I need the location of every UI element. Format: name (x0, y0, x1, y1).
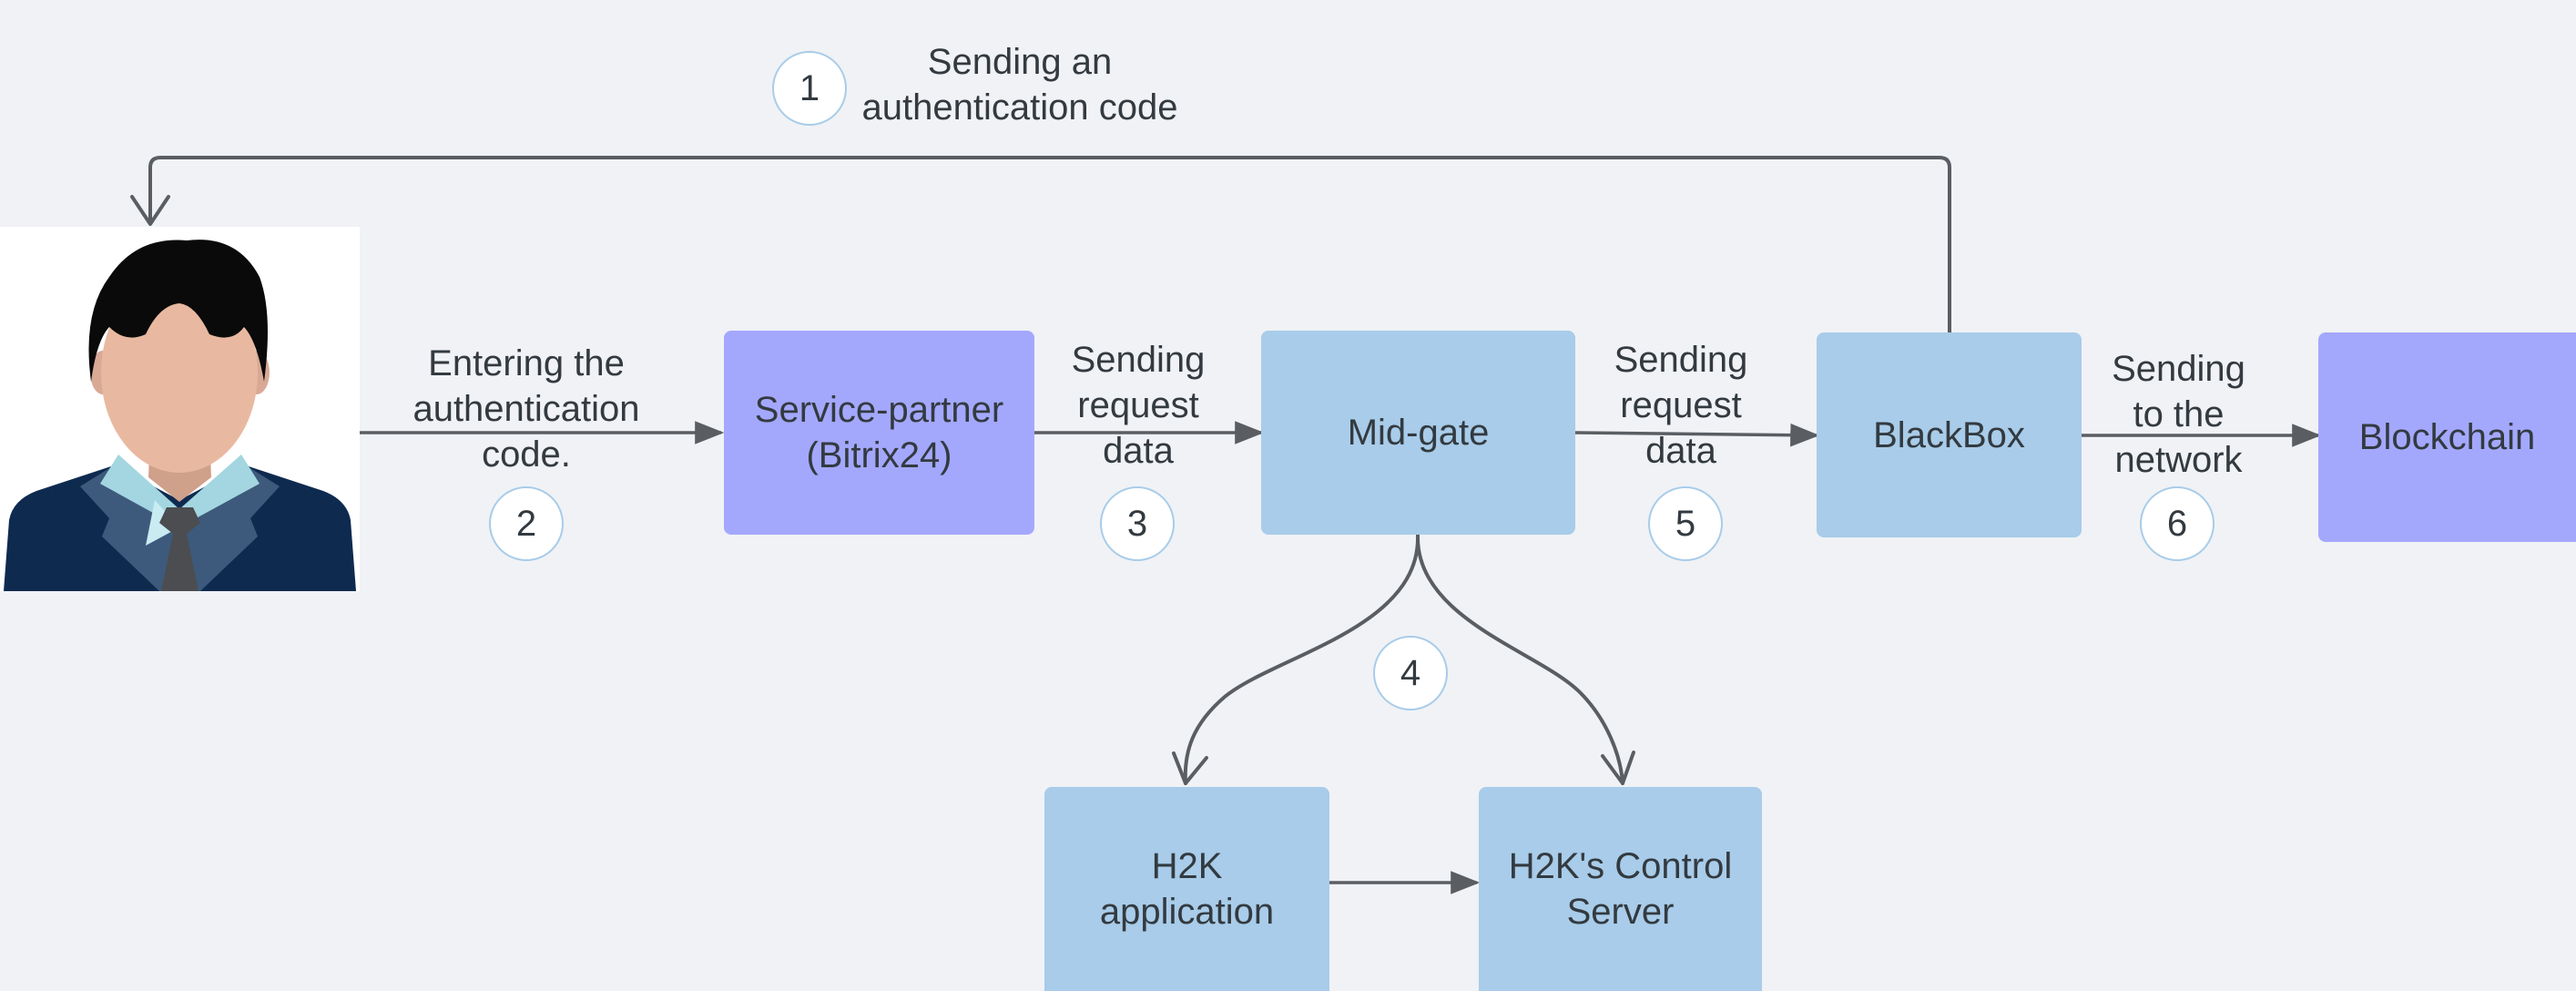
edge-blackbox-to-user (148, 156, 1951, 334)
step-3-label: Sending request data (1071, 340, 1206, 471)
blockchain-node: Blockchain (2318, 332, 2576, 542)
step-2-badge: 2 (489, 486, 564, 561)
edge-midgate-to-h2k-app-arrowhead (1172, 751, 1208, 785)
edge-midgate-to-h2k-server-arrowhead (1601, 751, 1635, 785)
step-4-badge: 4 (1373, 636, 1448, 710)
edge-midgate-to-h2k-app (1183, 534, 1420, 785)
midgate-node: Mid-gate (1261, 331, 1575, 535)
user-avatar-icon (4, 240, 356, 591)
step-5-badge: 5 (1648, 486, 1723, 561)
step-2-label: Entering the authentication code. (412, 343, 640, 475)
h2k-application-node: H2K application (1044, 787, 1329, 991)
step-3-badge: 3 (1100, 486, 1175, 561)
step-6-badge: 6 (2140, 486, 2215, 561)
step-1-badge: 1 (772, 51, 847, 126)
edge-midgate-to-h2k-server (1415, 534, 1624, 785)
step-1-label: Sending an authentication code (861, 42, 1178, 128)
edge-blackbox-to-user-arrowhead (130, 195, 170, 226)
user-avatar (0, 227, 360, 591)
service-partner-node: Service-partner (Bitrix24) (724, 331, 1034, 535)
blackbox-node: BlackBox (1817, 332, 2082, 537)
edge-midgate-to-blackbox (1574, 423, 1820, 447)
step-6-label: Sending to the network (2112, 349, 2245, 480)
step-5-label: Sending request data (1614, 340, 1748, 471)
h2k-control-server-node: H2K's Control Server (1479, 787, 1762, 991)
